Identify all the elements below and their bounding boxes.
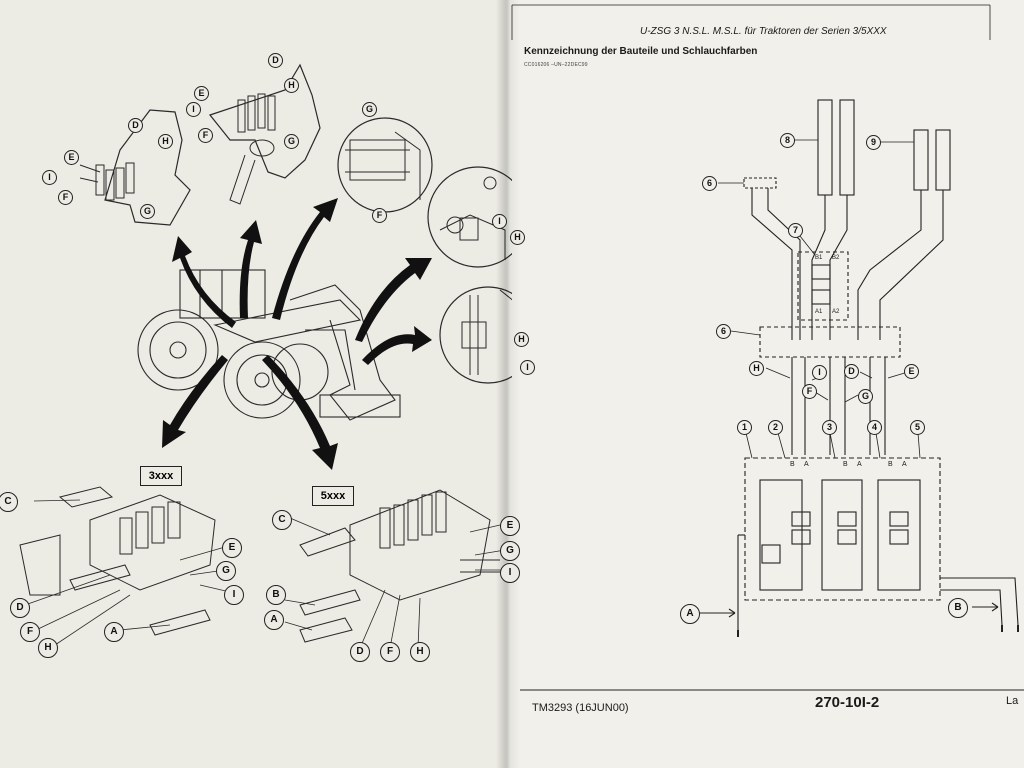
callout-label: A — [264, 610, 284, 630]
callout-label: D — [128, 118, 143, 133]
schematic-letter: H — [749, 361, 764, 376]
right-page — [506, 0, 1024, 768]
schematic-letter: E — [904, 364, 919, 379]
callout-label: E — [222, 538, 242, 558]
schematic-letter: B — [948, 598, 968, 618]
schematic-number: 4 — [867, 420, 882, 435]
port-label: B — [790, 461, 795, 468]
variant-label-3xxx: 3xxx — [140, 466, 182, 486]
schematic-number: 6 — [702, 176, 717, 191]
port-label: B — [888, 461, 893, 468]
schematic-letter: D — [844, 364, 859, 379]
port-label: A — [804, 461, 809, 468]
callout-label: I — [520, 360, 535, 375]
callout-label: B — [266, 585, 286, 605]
port-label: B — [843, 461, 848, 468]
callout-label: E — [194, 86, 209, 101]
page-gutter — [496, 0, 520, 768]
callout-label: H — [38, 638, 58, 658]
callout-label: C — [0, 492, 18, 512]
port-label: A — [857, 461, 862, 468]
header-title: U-ZSG 3 N.S.L. M.S.L. für Traktoren der … — [640, 26, 887, 37]
tractor-loader-illustration — [19, 63, 512, 649]
callout-label: F — [58, 190, 73, 205]
callout-label: H — [158, 134, 173, 149]
schematic-number: 9 — [866, 135, 881, 150]
callout-label: E — [64, 150, 79, 165]
schematic-number: 8 — [780, 133, 795, 148]
callout-label: G — [140, 204, 155, 219]
schematic-letter: A — [680, 604, 700, 624]
callout-label: F — [198, 128, 213, 143]
callout-label: E — [500, 516, 520, 536]
callout-label: I — [500, 563, 520, 583]
callout-label: G — [284, 134, 299, 149]
callout-label: H — [514, 332, 529, 347]
callout-label: H — [284, 78, 299, 93]
footer-document-id: TM3293 (16JUN00) — [532, 702, 629, 714]
footer-page-number: 270-10I-2 — [815, 694, 880, 711]
callout-label: D — [268, 53, 283, 68]
callout-label: G — [216, 561, 236, 581]
footer-cut-text: La — [1006, 695, 1019, 707]
port-label: B2 — [832, 255, 840, 261]
port-label: A — [902, 461, 907, 468]
callout-label: H — [410, 642, 430, 662]
port-label: A2 — [832, 309, 840, 315]
schematic-number: 5 — [910, 420, 925, 435]
callout-label: A — [104, 622, 124, 642]
schematic-number: 1 — [737, 420, 752, 435]
schematic-number: 3 — [822, 420, 837, 435]
schematic-letter: I — [812, 365, 827, 380]
callout-label: I — [492, 214, 507, 229]
callout-label: F — [372, 208, 387, 223]
variant-label-5xxx: 5xxx — [312, 486, 354, 506]
callout-label: G — [500, 541, 520, 561]
callout-label: D — [350, 642, 370, 662]
figure-reference-code: CC016206 –UN–22DEC99 — [524, 62, 588, 68]
schematic-number: 2 — [768, 420, 783, 435]
callout-label: C — [272, 510, 292, 530]
callout-label: H — [510, 230, 525, 245]
callout-label: F — [20, 622, 40, 642]
section-title: Kennzeichnung der Bauteile und Schlauchf… — [524, 46, 758, 57]
schematic-number: 6 — [716, 324, 731, 339]
callout-label: I — [224, 585, 244, 605]
callout-label: G — [362, 102, 377, 117]
callout-label: D — [10, 598, 30, 618]
callout-label: I — [42, 170, 57, 185]
schematic-letter: F — [802, 384, 817, 399]
port-label: B1 — [815, 255, 823, 261]
schematic-letter: G — [858, 389, 873, 404]
schematic-number: 7 — [788, 223, 803, 238]
port-label: A1 — [815, 309, 823, 315]
callout-label: F — [380, 642, 400, 662]
callout-label: I — [186, 102, 201, 117]
